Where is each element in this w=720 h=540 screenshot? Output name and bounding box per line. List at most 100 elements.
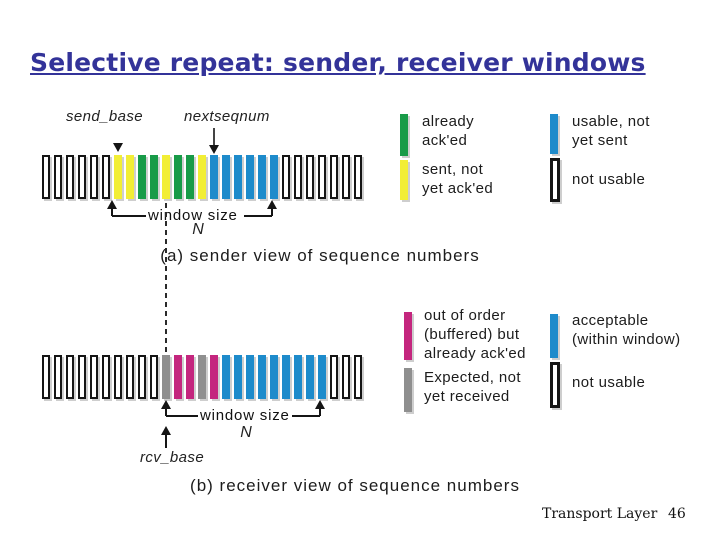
seq-slot-white [102,355,110,399]
seq-slot-white [102,155,110,199]
nextseqnum-label: nextseqnum [184,108,270,125]
send-base-pointer-arrow [113,143,123,152]
legend-label-line: out of order [424,307,506,324]
seq-slot-blue [246,355,254,399]
sender-window-n: N [192,221,204,238]
seq-slot-white [54,355,62,399]
legend-swatch-already-acked [400,114,408,156]
legend-label-not-usable-receiver: not usable [572,373,645,392]
seq-slot-blue [294,355,302,399]
seq-slot-yellow [114,155,122,199]
legend-label-line: yet received [424,388,510,405]
legend-label-expected-not-received: Expected, not yet received [424,368,521,406]
sender-caption: (a) sender view of sequence numbers [160,246,480,265]
seq-slot-white [306,155,314,199]
seq-slot-green [186,155,194,199]
seq-slot-blue [222,355,230,399]
legend-label-line: usable, not [572,113,650,130]
seq-slot-blue [270,155,278,199]
rcv-base-pointer-arrow [161,426,171,448]
seq-slot-blue [270,355,278,399]
seq-slot-blue [258,155,266,199]
seq-slot-white [42,355,50,399]
nextseqnum-pointer-arrow [209,128,219,154]
legend-label-line: already [422,113,474,130]
seq-slot-magenta [186,355,194,399]
legend-label-line: not usable [572,171,646,188]
sender-window-size-label: window size [148,207,238,224]
legend-swatch-not-usable-sender [550,158,560,202]
footer-course-label: Transport Layer [542,506,658,522]
seq-slot-white [342,155,350,199]
legend-label-sent-not-acked: sent, not yet ack'ed [422,160,493,198]
legend-label-line: already ack'ed [424,345,526,362]
seq-slot-white [114,355,122,399]
seq-slot-white [66,155,74,199]
legend-label-line: (buffered) but [424,326,520,343]
send-base-label: send_base [66,108,143,125]
seq-slot-white [342,355,350,399]
seq-slot-gray [162,355,170,399]
seq-slot-white [90,355,98,399]
legend-label-not-usable-sender: not usable [572,170,645,189]
legend-label-line: yet sent [572,132,628,149]
seq-slot-white [318,155,326,199]
legend-swatch-not-usable-receiver [550,362,560,408]
legend-swatch-expected-not-received [404,368,412,412]
seq-slot-yellow [126,155,134,199]
seq-slot-blue [210,155,218,199]
seq-slot-blue [306,355,314,399]
legend-label-line: not usable [572,374,646,391]
legend-label-already-acked: already ack'ed [422,112,474,150]
seq-slot-white [354,355,362,399]
legend-label-usable-not-sent: usable, not yet sent [572,112,650,150]
seq-slot-white [330,155,338,199]
seq-slot-yellow [162,155,170,199]
seq-slot-white [78,155,86,199]
receiver-window-size-label: window size [200,407,290,424]
seq-slot-yellow [198,155,206,199]
seq-slot-blue [222,155,230,199]
legend-label-out-of-order: out of order (buffered) but already ack'… [424,306,526,363]
rcv-base-label: rcv_base [140,449,205,466]
legend-label-line: ack'ed [422,132,468,149]
legend-swatch-acceptable [550,314,558,358]
legend-label-line: (within window) [572,331,681,348]
receiver-caption: (b) receiver view of sequence numbers [190,476,520,495]
seq-slot-white [282,155,290,199]
seq-slot-white [150,355,158,399]
seq-slot-blue [258,355,266,399]
seq-slot-magenta [210,355,218,399]
seq-slot-white [138,355,146,399]
seq-slot-green [174,155,182,199]
legend-label-line: sent, not [422,161,484,178]
seq-slot-blue [318,355,326,399]
legend-swatch-sent-not-acked [400,160,408,200]
seq-slot-white [126,355,134,399]
seq-slot-white [90,155,98,199]
legend-label-line: yet ack'ed [422,180,494,197]
seq-slot-white [42,155,50,199]
seq-slot-white [78,355,86,399]
seq-slot-blue [234,355,242,399]
seq-slot-white [354,155,362,199]
seq-slot-green [150,155,158,199]
seq-slot-white [54,155,62,199]
seq-slot-blue [282,355,290,399]
seq-slot-green [138,155,146,199]
seq-slot-blue [234,155,242,199]
receiver-window-n: N [240,424,252,441]
legend-swatch-usable-not-sent [550,114,558,154]
legend-label-acceptable: acceptable (within window) [572,311,681,349]
legend-label-line: acceptable [572,312,649,329]
slide-title: Selective repeat: sender, receiver windo… [30,48,646,77]
seq-slot-white [294,155,302,199]
footer-page-number: 46 [668,506,686,522]
seq-slot-magenta [174,355,182,399]
legend-swatch-out-of-order [404,312,412,360]
seq-slot-gray [198,355,206,399]
seq-slot-blue [246,155,254,199]
seq-slot-white [66,355,74,399]
